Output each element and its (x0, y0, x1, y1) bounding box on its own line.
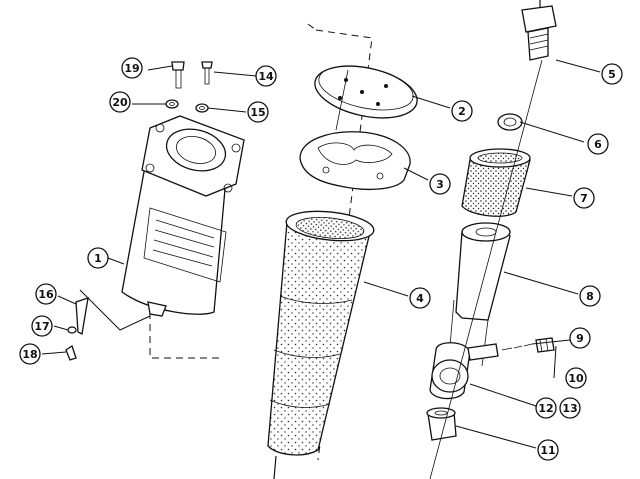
union-fitting (521, 0, 557, 61)
filter-housing (121, 115, 245, 317)
spring-plug (501, 337, 555, 353)
callout-12-label: 12 (538, 402, 553, 415)
callout-20-label: 20 (112, 96, 128, 109)
callout-11-label: 11 (540, 444, 555, 457)
callout-16-label: 16 (38, 288, 54, 301)
callout-8: 8 (579, 285, 601, 307)
callout-19: 19 (121, 57, 143, 79)
callout-7: 7 (573, 187, 595, 209)
callout-9-label: 9 (576, 332, 584, 345)
callout-9: 9 (569, 327, 591, 349)
callout-15-label: 15 (250, 106, 265, 119)
filter-element (267, 210, 375, 479)
callout-11: 11 (537, 439, 559, 461)
callout-20: 20 (109, 91, 131, 113)
callout-13: 13 (559, 397, 581, 419)
gasket-flange (299, 131, 411, 190)
callout-2: 2 (451, 100, 473, 122)
screw-14 (201, 61, 213, 85)
inner-body (429, 222, 511, 400)
callout-5-label: 5 (608, 68, 616, 81)
callout-18-label: 18 (22, 348, 37, 361)
callout-10-label: 10 (568, 372, 584, 385)
callout-6-label: 6 (594, 138, 602, 151)
callout-4-label: 4 (416, 292, 424, 305)
cover-plate (314, 65, 418, 119)
callout-16: 16 (35, 283, 57, 305)
callout-19-label: 19 (124, 62, 139, 75)
leader-lines (41, 59, 601, 449)
callout-5: 5 (601, 63, 623, 85)
callout-18: 18 (19, 343, 41, 365)
washer-20 (165, 99, 179, 109)
callout-15: 15 (247, 101, 269, 123)
callout-14: 14 (255, 65, 277, 87)
callout-12: 12 (535, 397, 557, 419)
washer-17 (67, 326, 77, 334)
callout-17: 17 (31, 315, 53, 337)
callout-2-label: 2 (458, 105, 466, 118)
o-ring (497, 113, 523, 131)
callout-3: 3 (429, 173, 451, 195)
callout-10: 10 (565, 367, 587, 389)
callout-1-label: 1 (94, 252, 102, 265)
washer-15 (195, 103, 209, 113)
callout-17-label: 17 (34, 320, 49, 333)
callout-1: 1 (87, 247, 109, 269)
callout-14-label: 14 (258, 70, 274, 83)
callout-8-label: 8 (586, 290, 594, 303)
callout-3-label: 3 (436, 178, 444, 191)
drain-lever (75, 289, 151, 335)
callout-13-label: 13 (562, 402, 577, 415)
callout-4: 4 (409, 287, 431, 309)
screw-18 (65, 344, 77, 361)
screw-19 (171, 61, 185, 89)
callout-7-label: 7 (580, 192, 588, 205)
strainer-sleeve (461, 148, 531, 217)
callout-6: 6 (587, 133, 609, 155)
axis-lines (335, 59, 543, 479)
